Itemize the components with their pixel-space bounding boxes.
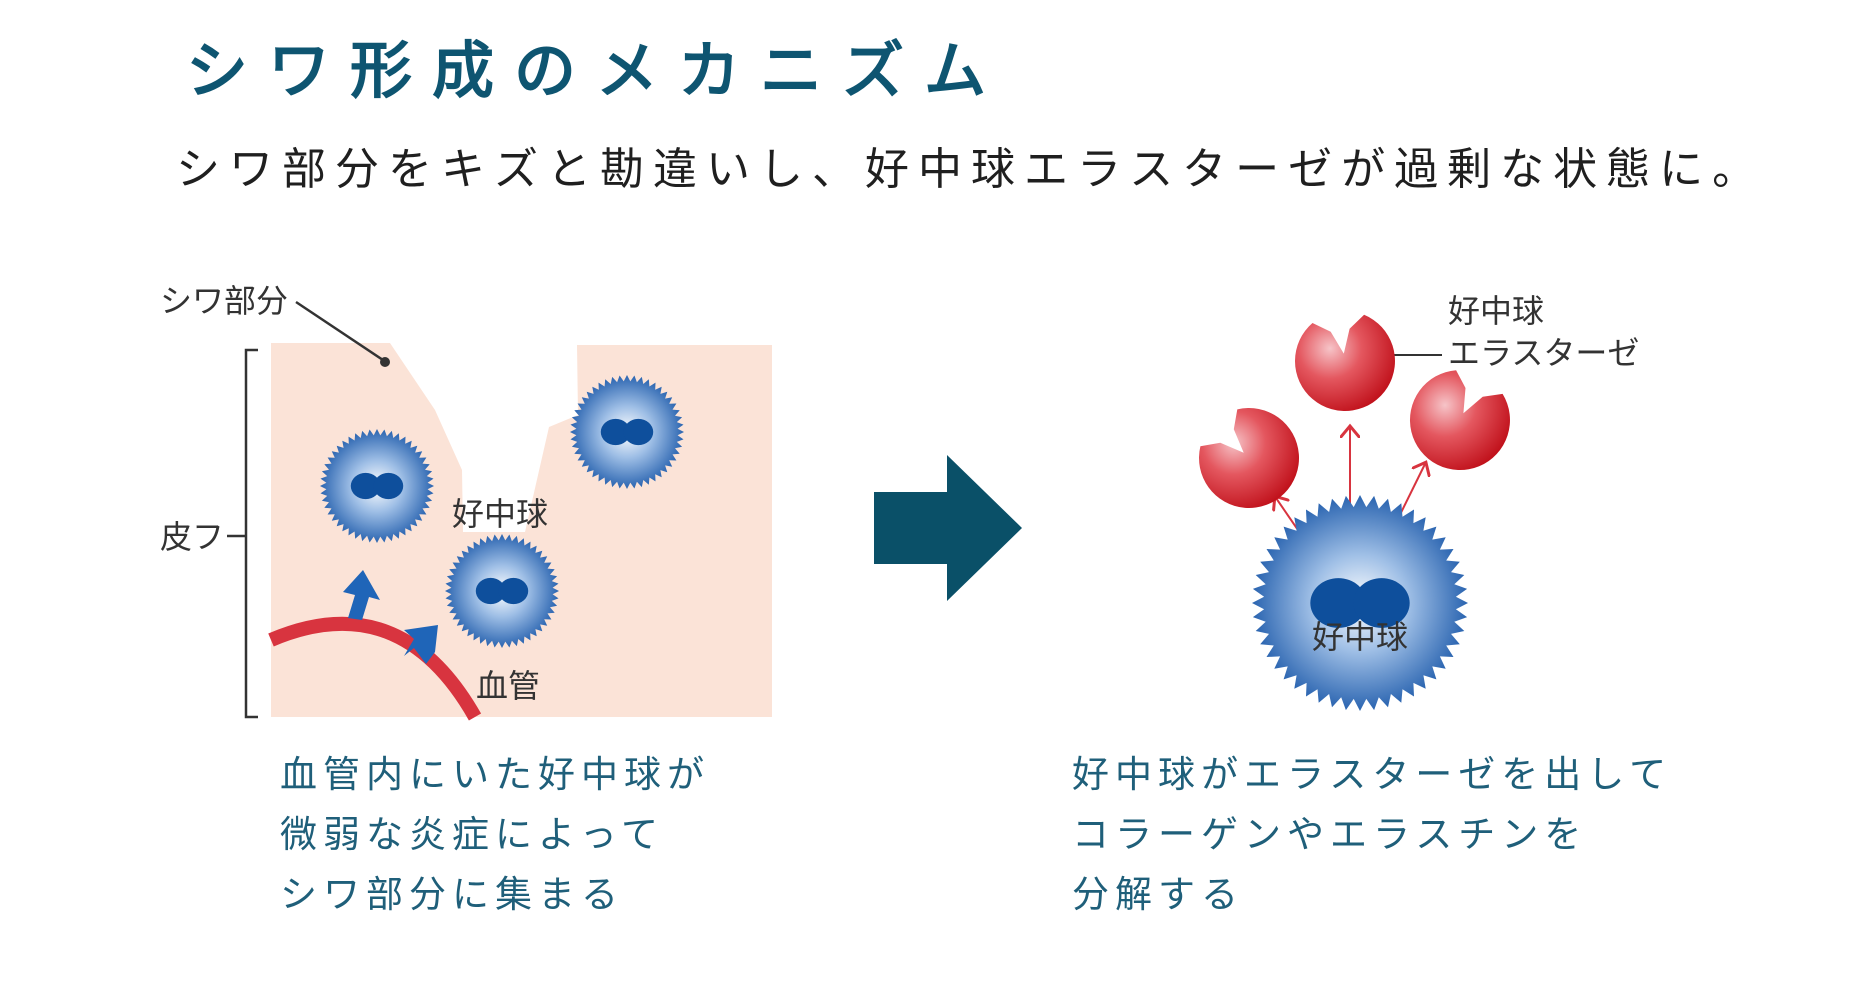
left-caption-line-1: 血管内にいた好中球が — [280, 753, 710, 796]
neutrophil-nucleus — [475, 577, 506, 605]
label-skin: 皮フ — [160, 518, 224, 556]
neutrophil-cell-2 — [570, 375, 684, 489]
wrinkle-pointer-line — [295, 300, 384, 362]
neutrophil-nucleus — [350, 472, 381, 500]
elastase-body — [1409, 370, 1510, 471]
right-caption-line-1: 好中球がエラスターゼを出して — [1072, 753, 1673, 796]
neutrophil-nucleus — [600, 418, 631, 446]
neutrophil-cell-large — [1252, 495, 1468, 711]
label-neutrophil-left: 好中球 — [452, 495, 548, 533]
elastase-body — [1199, 408, 1300, 509]
wrinkle-pointer-dot — [380, 357, 390, 367]
elastase-enzyme-left — [1199, 408, 1300, 509]
page-subtitle: シワ部分をキズと勘違いし、好中球エラスターゼが過剰な状態に。 — [176, 144, 1766, 195]
right-caption: 好中球がエラスターゼを出して コラーゲンやエラスチンを 分解する — [1072, 745, 1672, 925]
label-elastase-line2: エラスターゼ — [1448, 334, 1639, 372]
right-caption-line-2: コラーゲンやエラスチンを — [1072, 813, 1588, 856]
label-wrinkle: シワ部分 — [160, 282, 288, 320]
label-neutrophil-right: 好中球 — [1312, 618, 1408, 656]
left-caption: 血管内にいた好中球が 微弱な炎症によって シワ部分に集まる — [280, 745, 710, 925]
migration-arrow-1 — [343, 570, 380, 620]
left-panel: シワ部分 皮フ 好中球 血管 — [160, 282, 772, 721]
right-caption-line-3: 分解する — [1072, 873, 1244, 916]
label-vessel: 血管 — [476, 667, 540, 705]
neutrophil-nucleus — [498, 577, 529, 605]
elastase-body — [1294, 314, 1395, 412]
page-title: シワ形成のメカニズム — [186, 34, 1007, 107]
migration-arrow-2 — [404, 625, 438, 664]
elastase-enzyme-top — [1294, 314, 1395, 412]
skin-bracket — [244, 348, 258, 719]
left-caption-line-2: 微弱な炎症によって — [280, 813, 665, 856]
neutrophil-cell-1 — [320, 429, 434, 543]
neutrophil-nucleus — [1310, 578, 1367, 628]
label-elastase-line1: 好中球 — [1448, 292, 1544, 330]
neutrophil-cell-3 — [445, 534, 559, 648]
transition-arrow — [874, 455, 1022, 601]
right-panel: 好中球 エラスターゼ — [1276, 292, 1639, 566]
elastase-enzyme-right — [1409, 370, 1510, 471]
left-caption-line-3: シワ部分に集まる — [280, 873, 624, 916]
neutrophil-nucleus — [1353, 578, 1410, 628]
neutrophil-nucleus — [623, 418, 654, 446]
neutrophil-nucleus — [373, 472, 404, 500]
blood-vessel — [268, 616, 482, 721]
